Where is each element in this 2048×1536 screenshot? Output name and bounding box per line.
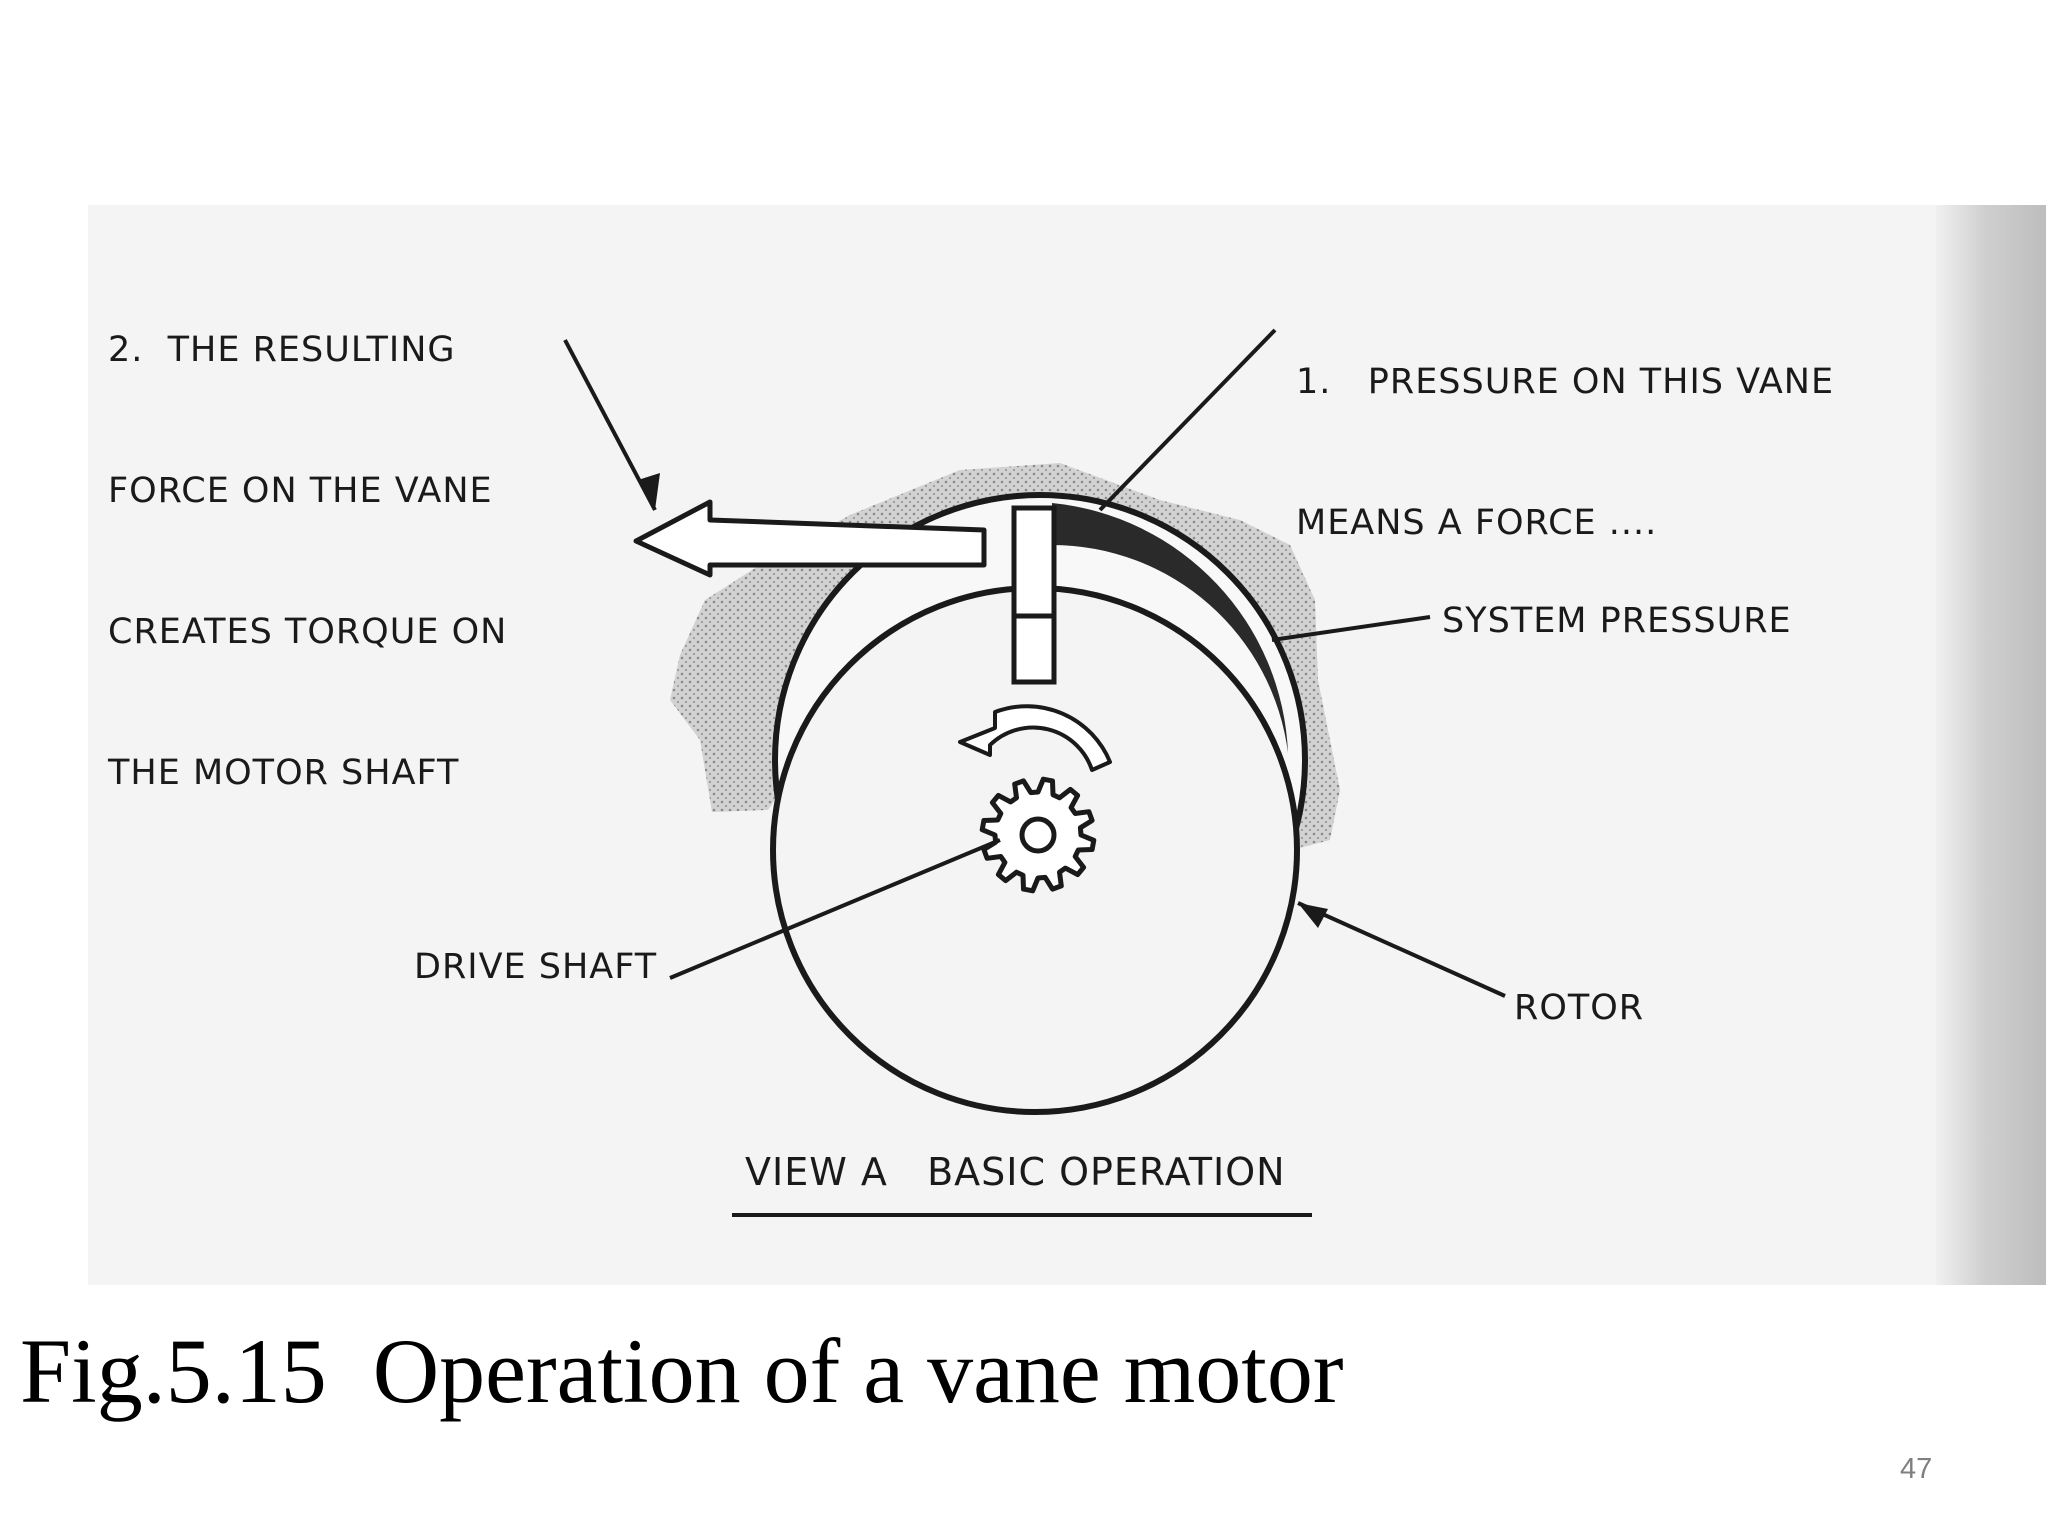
rotor-label: ROTOR — [1514, 988, 1645, 1028]
leader-system-pressure — [1271, 615, 1431, 642]
drive-shaft-label: DRIVE SHAFT — [414, 947, 658, 987]
leader-annotation-1 — [1098, 328, 1277, 512]
vane-lower — [1011, 613, 1057, 685]
annotation-2-line: THE MOTOR SHAFT — [108, 753, 460, 793]
view-title: VIEW A BASIC OPERATION — [745, 1150, 1286, 1194]
scan-page-edge — [1936, 205, 2046, 1285]
system-pressure-label: SYSTEM PRESSURE — [1442, 601, 1792, 641]
rotation-direction-arrow — [958, 704, 1112, 772]
annotation-2-line: FORCE ON THE VANE — [108, 471, 493, 511]
leader-drive-shaft — [669, 838, 1001, 980]
vane-upper — [1011, 505, 1057, 619]
drive-shaft-gear — [979, 776, 1097, 894]
leader-rotor — [1297, 901, 1506, 998]
arrowhead-annotation-2 — [638, 473, 660, 510]
figure-caption: Fig.5.15 Operation of a vane motor — [20, 1320, 1344, 1422]
annotation-1: 1. PRESSURE ON THIS VANE MEANS A FORCE .… — [1296, 265, 1834, 594]
annotation-2-line: 2. THE RESULTING — [108, 330, 456, 370]
arrowhead-rotor — [1298, 903, 1328, 928]
annotation-2-line: CREATES TORQUE ON — [108, 612, 508, 652]
annotation-2: 2. THE RESULTING FORCE ON THE VANE CREAT… — [108, 233, 507, 844]
resulting-force-arrow — [633, 499, 987, 578]
annotation-1-line: 1. PRESSURE ON THIS VANE — [1296, 362, 1835, 402]
system-pressure-chamber — [1052, 503, 1288, 753]
annotation-1-line: MEANS A FORCE .... — [1296, 503, 1658, 543]
page-number: 47 — [1900, 1453, 1933, 1485]
